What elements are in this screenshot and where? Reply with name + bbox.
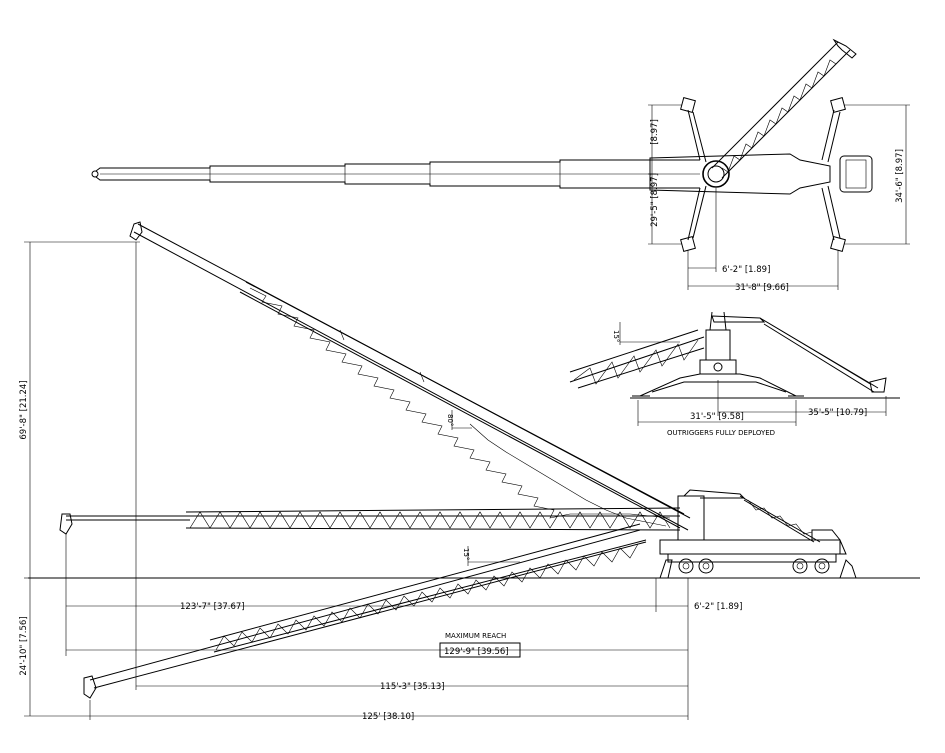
dim-outrigger-span-right: 34'-6" [8.97] [895, 149, 905, 203]
top-view-outriggers [680, 97, 846, 252]
inset-view: 15° 31'-5" [9.58] 35'-5" [10.79] OUTRIGG… [569, 311, 900, 437]
inset-boom [569, 329, 705, 389]
dim-outrigger-half-left: 29'-5" [8.97] [650, 173, 660, 227]
inset-angle-label: 15° [612, 330, 620, 342]
boom-angle-lower: 15° [462, 548, 470, 560]
boom-horizontal [59, 507, 681, 535]
top-view-boom [91, 159, 700, 189]
top-view: 29'-5" [8.97] [8.97] 34'-6" [8.97] 6'-2"… [91, 38, 910, 293]
top-view-jib [711, 38, 857, 179]
dim-reach-lower: 125' [38.10] [362, 712, 414, 722]
dim-horizontal-reach: 123'-7" [37.67] [180, 602, 245, 612]
max-reach-title: MAXIMUM REACH [445, 632, 506, 640]
inset-turret [699, 311, 766, 375]
angle-marker-lower [467, 546, 520, 566]
inset-rear-boom [759, 317, 887, 393]
inset-outriggers [632, 373, 804, 397]
top-view-turret [702, 160, 730, 188]
top-view-carrier [649, 153, 873, 195]
dim-center-offset: 6'-2" [1.89] [722, 265, 770, 275]
inset-caption: OUTRIGGERS FULLY DEPLOYED [667, 429, 775, 437]
dim-outrigger-half-left-metric: [8.97] [650, 119, 660, 145]
dim-rear-offset: 6'-2" [1.89] [694, 602, 742, 612]
boom-angle-upper: 80° [446, 414, 454, 426]
inset-dim-right: 35'-5" [10.79] [808, 408, 867, 418]
top-view-dimensions [648, 104, 910, 290]
dim-reach-upper: 115'-3" [35.13] [380, 682, 445, 692]
side-view: 80° 15° 69'-8" [21.24] 24'-10" [7.56] [19, 221, 920, 722]
max-reach-value: 129'-9" [39.56] [444, 647, 509, 657]
inset-dim-left: 31'-5" [9.58] [690, 412, 744, 422]
horizontal-dimensions [66, 605, 688, 717]
max-reach-box [439, 642, 521, 658]
inset-dimensions [630, 380, 900, 426]
angle-marker-upper [451, 410, 472, 430]
dim-outrigger-width: 31'-8" [9.66] [735, 283, 789, 293]
boom-lowered [83, 523, 647, 699]
vertical-dimensions [24, 241, 689, 720]
depth-below-ground: 24'-10" [7.56] [19, 616, 29, 675]
boom-raised [129, 221, 691, 531]
carrier-truck [659, 489, 857, 579]
height-above-ground: 69'-8" [21.24] [19, 380, 29, 439]
